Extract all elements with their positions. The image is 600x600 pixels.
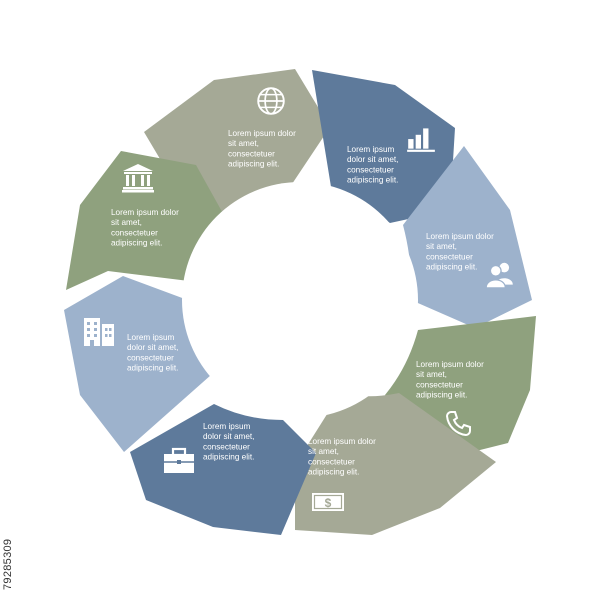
segment-briefcase — [130, 404, 316, 535]
stock-id-label: 79285309 — [2, 470, 16, 590]
segment-text-building: Lorem ipsum dolor sit amet, consectetuer… — [127, 333, 181, 373]
segment-money — [295, 392, 496, 535]
segment-text-users: Lorem ipsum dolor sit amet, consectetuer… — [426, 232, 496, 272]
money-icon — [311, 492, 345, 512]
segment-bank — [66, 151, 230, 290]
segment-building — [64, 276, 211, 452]
segment-text-briefcase: Lorem ipsum dolor sit amet, consectetuer… — [203, 422, 257, 462]
segment-text-money: Lorem ipsum dolor sit amet, consectetuer… — [308, 437, 378, 477]
segment-text-bank: Lorem ipsum dolor sit amet, consectetuer… — [111, 208, 181, 248]
segment-text-chart: Lorem ipsum dolor sit amet, consectetuer… — [347, 145, 401, 185]
segment-globe — [144, 69, 330, 260]
center-hole — [182, 182, 418, 418]
segment-text-phone: Lorem ipsum dolor sit amet, consectetuer… — [416, 360, 486, 400]
segment-chart — [312, 70, 455, 223]
segment-text-globe: Lorem ipsum dolor sit amet, consectetuer… — [228, 129, 298, 169]
stock-id-text: 79285309 — [2, 538, 14, 590]
